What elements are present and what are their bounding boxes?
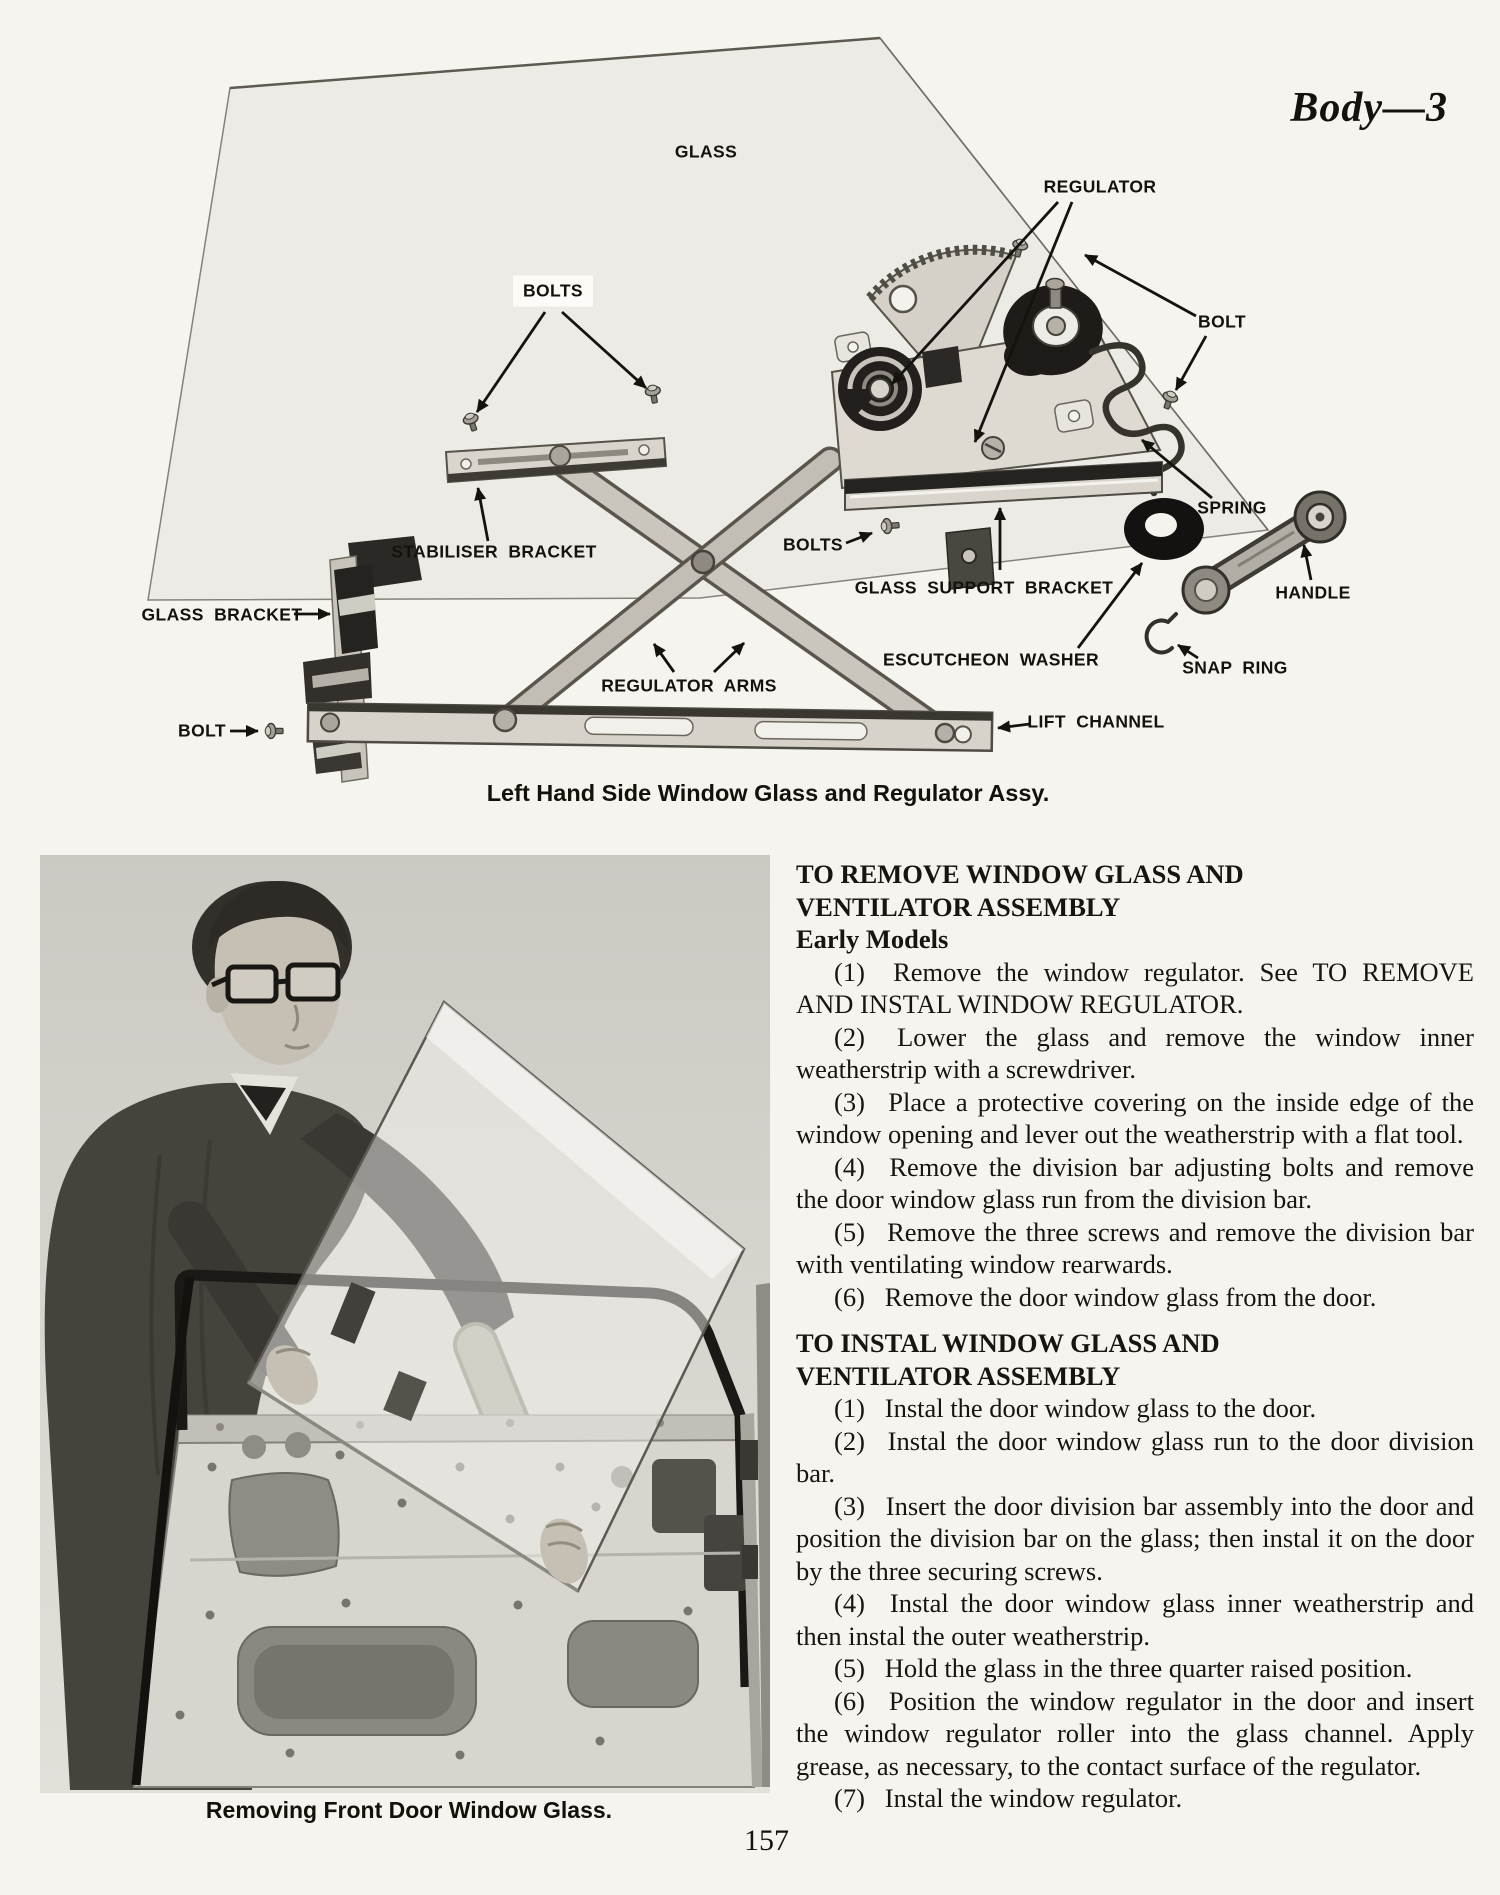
page-number: 157 <box>744 1824 789 1857</box>
diagram-label-regulator: REGULATOR <box>1043 176 1157 197</box>
heading-line: TO INSTAL WINDOW GLASS AND <box>796 1328 1220 1358</box>
hands <box>266 1345 588 1584</box>
diagram-label-glass-support-bracket: GLASS SUPPORT BRACKET <box>854 577 1114 598</box>
diagram-label-bolt-right: BOLT <box>1198 311 1246 332</box>
step: (2) Lower the glass and remove the windo… <box>796 1021 1474 1085</box>
page-header: Body—3 <box>1290 85 1448 131</box>
step: (5) Remove the three screws and remove t… <box>796 1216 1474 1280</box>
step: (6) Position the window regulator in the… <box>796 1685 1474 1781</box>
diagram-drawing <box>147 36 1347 783</box>
diagram-label-regulator-arms: REGULATOR ARMS <box>601 675 777 696</box>
glasses-icon <box>210 962 341 1004</box>
glass-support-bracket-part <box>844 460 1163 590</box>
subheading-early-models: Early Models <box>796 924 949 954</box>
lifted-glass-pane <box>246 1000 746 1593</box>
diagram-label-handle: HANDLE <box>1275 582 1351 603</box>
diagram-arrows <box>230 201 1313 737</box>
diagram-caption: Left Hand Side Window Glass and Regulato… <box>486 780 1050 806</box>
regulator-arms-mechanism <box>491 446 962 750</box>
step: (5) Hold the glass in the three quarter … <box>834 1653 1413 1683</box>
diagram-label-stabiliser-bracket: STABILISER BRACKET <box>391 541 597 562</box>
step: (6) Remove the door window glass from th… <box>834 1281 1377 1312</box>
step: (4) Instal the door window glass inner w… <box>796 1588 1474 1651</box>
weatherstrip <box>131 1276 195 1786</box>
diagram-label-glass: GLASS <box>674 141 738 162</box>
photo-removing-glass <box>40 855 770 1793</box>
lift-channel-part <box>306 701 994 753</box>
step: (1) Remove the window regulator. See TO … <box>796 956 1474 1020</box>
heading-line: VENTILATOR ASSEMBLY <box>796 1360 1121 1391</box>
diagram-label-bolts-mid: BOLTS <box>782 534 844 555</box>
diagram-label-glass-bracket: GLASS BRACKET <box>141 604 303 625</box>
diagram-label-escutcheon-washer: ESCUTCHEON WASHER <box>883 649 1099 670</box>
step: (2) Instal the door window glass run to … <box>796 1425 1474 1489</box>
diagram-label-snap-ring: SNAP RING <box>1182 657 1288 678</box>
photo-caption: Removing Front Door Window Glass. <box>205 1797 613 1823</box>
diagram-label-spring: SPRING <box>1197 497 1267 518</box>
photo-illustration <box>40 855 770 1793</box>
handle-part <box>1181 490 1347 615</box>
diagram-label-bolt-left: BOLT <box>178 720 226 741</box>
heading-line: TO REMOVE WINDOW GLASS AND <box>796 859 1244 889</box>
stabiliser-bracket-part <box>444 383 668 484</box>
diagram-label-lift-channel: LIFT CHANNEL <box>1027 711 1165 732</box>
step: (7) Instal the window regulator. <box>834 1783 1183 1813</box>
escutcheon-washer-part <box>1124 498 1204 560</box>
spring-part <box>1088 342 1185 497</box>
step: (4) Remove the division bar adjusting bo… <box>796 1151 1474 1215</box>
step: (3) Place a protective covering on the i… <box>796 1086 1474 1150</box>
heading-line: VENTILATOR ASSEMBLY <box>796 891 1121 922</box>
regulator-assembly-diagram: GLASS REGULATOR BOLTS BOLT SPRING HANDLE… <box>0 0 1500 820</box>
step: (3) Insert the door division bar assembl… <box>796 1490 1474 1586</box>
step: (1) Instal the door window glass to the … <box>834 1393 1317 1423</box>
bolt-left-part <box>264 722 284 740</box>
diagram-label-bolts-top: BOLTS <box>512 275 594 307</box>
snap-ring-part <box>1144 612 1178 655</box>
